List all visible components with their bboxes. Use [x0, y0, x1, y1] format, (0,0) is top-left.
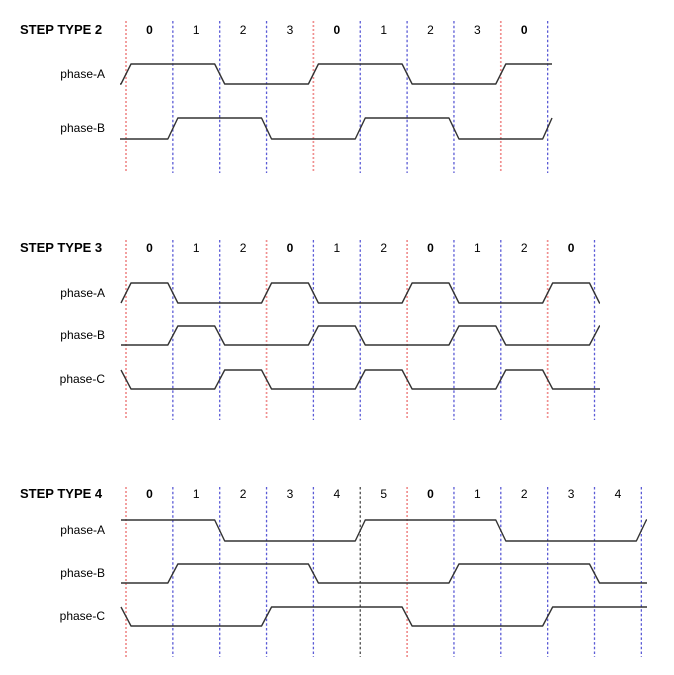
step-number: 4 [615, 487, 622, 501]
step-number: 2 [521, 241, 528, 255]
step-number: 2 [240, 23, 247, 37]
phase-waveform [120, 606, 647, 627]
step-number: 3 [568, 487, 575, 501]
step-number: 1 [193, 487, 200, 501]
phase-waveform [121, 325, 601, 346]
step-number: 3 [287, 487, 294, 501]
step-number: 1 [193, 241, 200, 255]
step-number: 0 [146, 487, 153, 501]
step-number: 0 [568, 241, 575, 255]
step-number: 3 [287, 23, 294, 37]
phase-label: phase-B [60, 121, 105, 135]
step-number: 1 [333, 241, 340, 255]
step-number: 0 [146, 241, 153, 255]
phase-waveform [121, 563, 647, 584]
phase-label: phase-B [60, 328, 105, 342]
phase-label: phase-C [59, 609, 105, 623]
phase-waveform [120, 63, 552, 85]
step-number: 0 [287, 241, 294, 255]
step-number: 3 [474, 23, 481, 37]
step-number: 2 [521, 487, 528, 501]
step-number: 0 [521, 23, 528, 37]
step-number: 2 [427, 23, 434, 37]
phase-label: phase-B [60, 566, 105, 580]
step-number: 1 [380, 23, 387, 37]
step-number: 0 [427, 241, 434, 255]
step-number: 0 [333, 23, 340, 37]
step-number: 2 [240, 241, 247, 255]
phase-waveform [120, 369, 600, 390]
step-number: 2 [240, 487, 247, 501]
phase-waveform [120, 117, 553, 140]
phase-label: phase-C [59, 372, 105, 386]
phase-waveform [120, 282, 601, 304]
step-number: 0 [146, 23, 153, 37]
step-number: 1 [474, 241, 481, 255]
phase-label: phase-A [60, 286, 105, 300]
step-number: 1 [474, 487, 481, 501]
phase-label: phase-A [60, 523, 105, 537]
step-number: 0 [427, 487, 434, 501]
step-number: 5 [380, 487, 387, 501]
step-number: 2 [380, 241, 387, 255]
section-title-step-type-3: STEP TYPE 3 [20, 240, 103, 255]
phase-label: phase-A [60, 67, 105, 81]
step-number: 4 [333, 487, 340, 501]
phase-waveform [121, 519, 648, 542]
step-number: 1 [193, 23, 200, 37]
section-title-step-type-4: STEP TYPE 4 [20, 486, 103, 501]
section-title-step-type-2: STEP TYPE 2 [20, 22, 103, 37]
